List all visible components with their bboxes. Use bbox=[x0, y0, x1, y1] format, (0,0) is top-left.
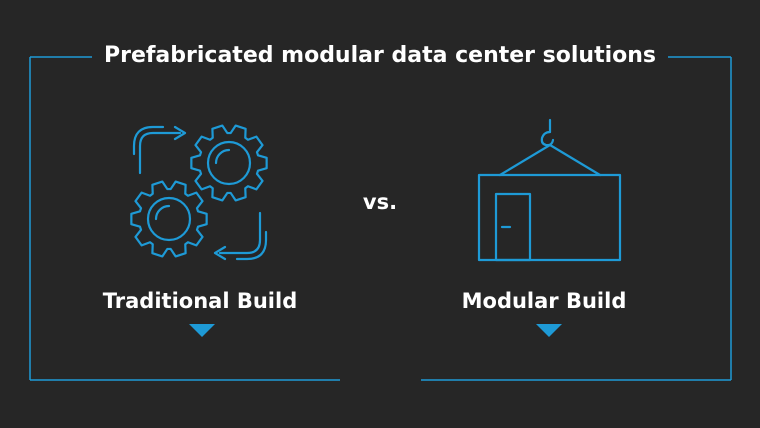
modular-pointer-icon bbox=[536, 324, 562, 337]
vs-separator: vs. bbox=[362, 190, 398, 214]
traditional-pointer-icon bbox=[189, 324, 215, 337]
gears-cycle-icon bbox=[130, 124, 268, 261]
container-crane-icon bbox=[477, 118, 622, 262]
diagram-title: Prefabricated modular data center soluti… bbox=[103, 43, 657, 68]
modular-build-label: Modular Build bbox=[461, 289, 627, 313]
traditional-build-label: Traditional Build bbox=[102, 289, 298, 313]
